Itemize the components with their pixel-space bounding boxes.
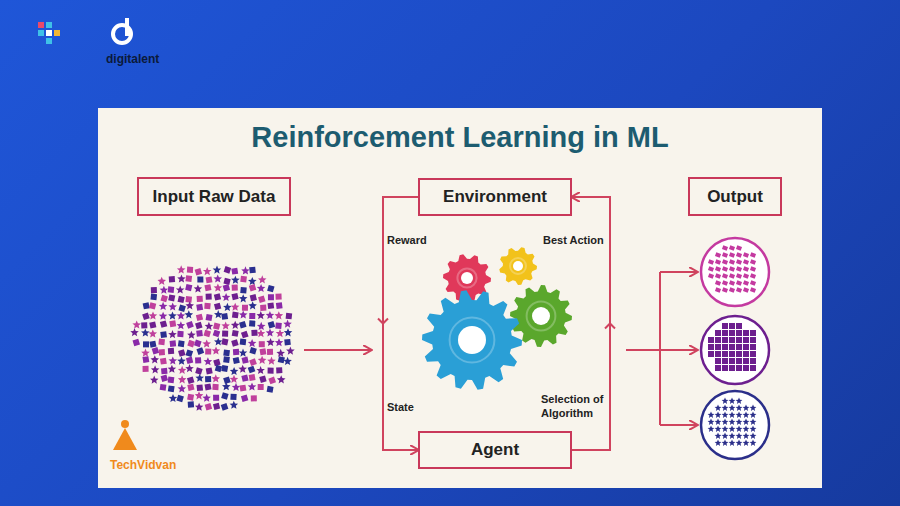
output-arrows: [626, 272, 697, 425]
process-box: Environment: [418, 178, 572, 216]
box-label: Output: [707, 187, 763, 207]
gears: [422, 247, 572, 389]
input-arrow: [304, 349, 371, 351]
box-label: Agent: [471, 440, 519, 460]
raw-data-cloud: [130, 265, 294, 411]
box-label: Environment: [443, 187, 547, 207]
watermark: TechVidvan: [110, 458, 176, 472]
direction-chevron: [378, 319, 388, 324]
process-box: Output: [688, 177, 782, 216]
diagram-title: Reinforcement Learning in ML: [98, 121, 822, 154]
edge-note: Selection of Algorithm: [541, 392, 611, 420]
edge-note: Best Action: [543, 234, 604, 246]
edge-note: Reward: [387, 234, 427, 246]
techvidvan-icon: [113, 420, 137, 450]
process-box: Agent: [418, 431, 572, 469]
box-label: Input Raw Data: [153, 187, 276, 207]
logo-text: digitalent: [106, 52, 159, 66]
edge-note: State: [387, 401, 414, 413]
logo-icon: [38, 18, 131, 44]
process-box: Input Raw Data: [137, 177, 291, 216]
output-clusters: [701, 238, 769, 459]
direction-chevron: [605, 324, 615, 329]
